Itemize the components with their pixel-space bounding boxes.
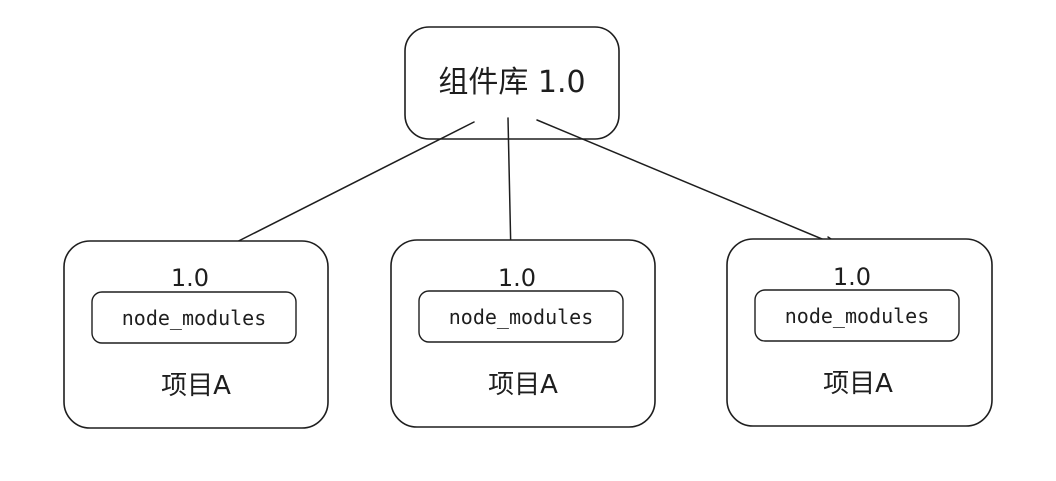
project-3-name: 项目A xyxy=(823,369,893,399)
project-1-node-modules-box xyxy=(91,291,297,344)
project-1-name: 项目A xyxy=(161,371,231,401)
project-2-version: 1.0 xyxy=(498,264,536,292)
project-2-node-modules-label: node_modules xyxy=(449,305,594,329)
project-1-version: 1.0 xyxy=(171,264,209,292)
library-box xyxy=(404,26,620,140)
project-3-node-modules-box xyxy=(754,289,960,342)
library-label: 组件库 1.0 xyxy=(438,65,585,100)
project-2-name: 项目A xyxy=(488,370,558,400)
project-node-3[interactable]: 1.0 node_modules 项目A xyxy=(726,238,993,427)
project-3-node-modules-label: node_modules xyxy=(785,304,930,328)
project-node-2[interactable]: 1.0 node_modules 项目A xyxy=(390,239,656,428)
project-node-1[interactable]: 1.0 node_modules 项目A xyxy=(63,240,329,429)
project-3-version: 1.0 xyxy=(833,263,871,291)
arrow-to-project-1 xyxy=(204,121,475,259)
project-2-node-modules-box xyxy=(418,290,624,343)
arrow-to-project-3 xyxy=(536,119,847,253)
library-node[interactable]: 组件库 1.0 xyxy=(404,26,620,140)
project-1-node-modules-label: node_modules xyxy=(122,306,267,330)
